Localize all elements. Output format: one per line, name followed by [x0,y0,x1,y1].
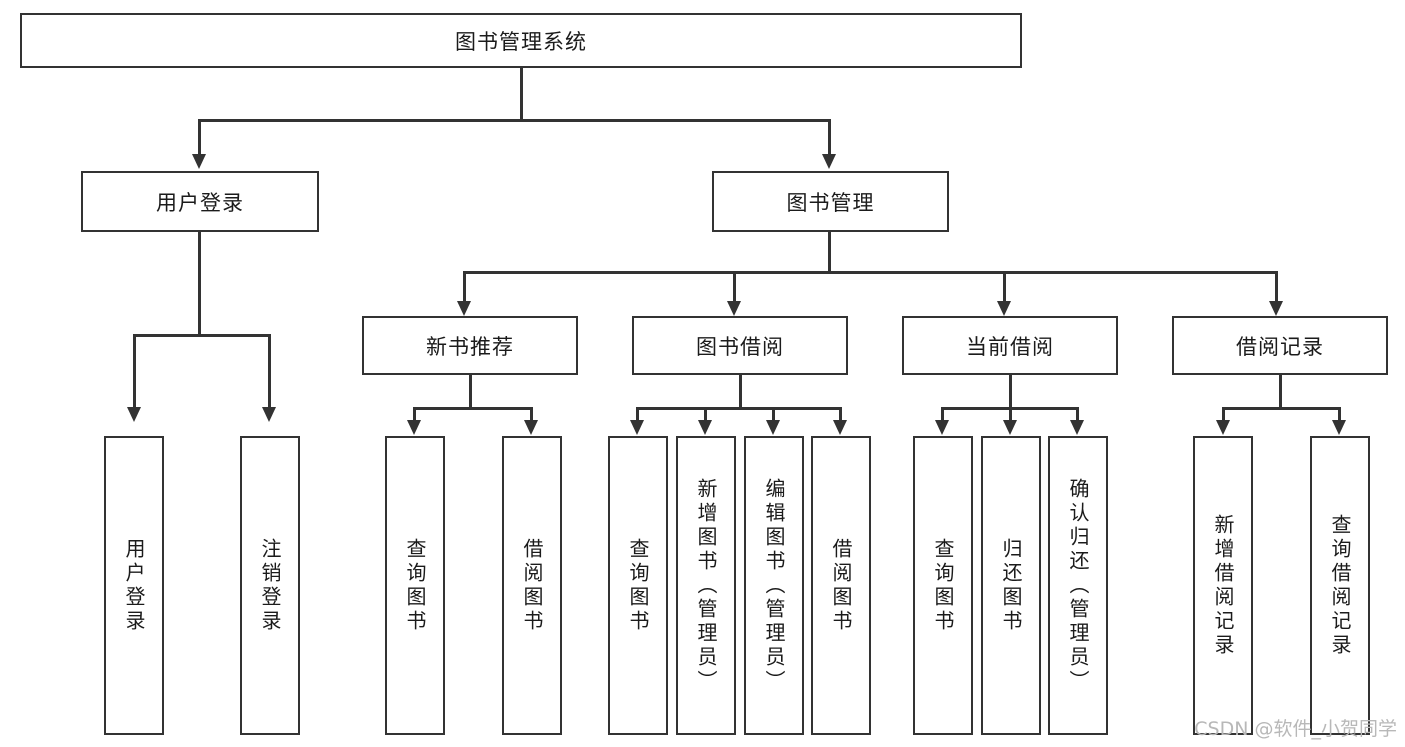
connector-user-login-child-2 [268,334,271,409]
connector-current-borrow-child-1 [941,407,944,423]
node-label: 图书管理系统 [455,29,587,54]
arrow-to-leaf-add-book [698,420,712,435]
node-new-book-recommend[interactable]: 新书推荐 [362,316,578,375]
connector-new-book-child-2 [530,407,533,423]
leaf-borrow-book-new[interactable]: 借阅图书 [502,436,562,735]
node-label: 确认归还（管理员） [1066,477,1090,694]
node-current-borrow[interactable]: 当前借阅 [902,316,1118,375]
node-label: 用户登录 [156,190,244,215]
arrow-to-leaf-borrow-book-2 [833,420,847,435]
connector-borrow-record-child-2 [1338,407,1341,423]
node-label: 图书管理 [786,190,875,215]
arrow-to-leaf-borrow-book-1 [524,420,538,435]
connector-user-login-bus [133,334,271,337]
arrow-to-leaf-query-book-1 [407,420,421,435]
node-label: 查询图书 [931,537,955,634]
arrow-to-leaf-query-book-3 [935,420,949,435]
arrow-to-current-borrow [997,301,1011,316]
connector-book-borrow-stem [739,375,742,409]
node-label: 新增图书（管理员） [694,477,718,694]
connector-book-mgmt-child-3 [1003,271,1006,303]
connector-user-login-child-1 [133,334,136,409]
connector-root-bus [198,119,831,122]
connector-new-book-bus [413,407,533,410]
node-book-management[interactable]: 图书管理 [712,171,949,232]
node-label: 新书推荐 [426,334,514,359]
arrow-to-leaf-edit-book [766,420,780,435]
leaf-add-book-admin[interactable]: 新增图书（管理员） [676,436,736,735]
node-label: 用户登录 [122,537,146,634]
connector-root-to-book-mgmt [828,119,831,156]
connector-root-to-user-login [198,119,201,156]
leaf-query-book-borrow[interactable]: 查询图书 [608,436,668,735]
arrow-to-leaf-query-record [1332,420,1346,435]
connector-book-mgmt-bus [463,271,1278,274]
connector-root-stem [520,68,523,120]
leaf-query-book-new[interactable]: 查询图书 [385,436,445,735]
node-label: 查询图书 [626,537,650,634]
node-label: 查询图书 [403,537,427,634]
leaf-borrow-book[interactable]: 借阅图书 [811,436,871,735]
connector-borrow-record-child-1 [1222,407,1225,423]
leaf-add-borrow-record[interactable]: 新增借阅记录 [1193,436,1253,735]
leaf-query-book-current[interactable]: 查询图书 [913,436,973,735]
node-label: 编辑图书（管理员） [762,477,786,694]
arrow-to-user-login [192,154,206,169]
leaf-logout[interactable]: 注销登录 [240,436,300,735]
connector-book-borrow-child-2 [704,407,707,423]
node-label: 查询借阅记录 [1328,513,1352,658]
node-label: 借阅图书 [520,537,544,634]
connector-current-borrow-child-2 [1009,407,1012,423]
connector-current-borrow-child-3 [1076,407,1079,423]
node-label: 借阅图书 [829,537,853,634]
connector-current-borrow-stem [1009,375,1012,409]
connector-borrow-record-stem [1279,375,1282,409]
node-root-system[interactable]: 图书管理系统 [20,13,1022,68]
arrow-to-leaf-add-record [1216,420,1230,435]
leaf-user-login[interactable]: 用户登录 [104,436,164,735]
connector-user-login-stem [198,232,201,335]
arrow-to-leaf-query-book-2 [630,420,644,435]
node-label: 新增借阅记录 [1211,513,1235,658]
node-book-borrow[interactable]: 图书借阅 [632,316,848,375]
arrow-to-book-borrow [727,301,741,316]
connector-new-book-child-1 [413,407,416,423]
connector-book-mgmt-child-1 [463,271,466,303]
leaf-confirm-return-admin[interactable]: 确认归还（管理员） [1048,436,1108,735]
connector-book-borrow-child-1 [636,407,639,423]
leaf-return-book[interactable]: 归还图书 [981,436,1041,735]
connector-new-book-stem [469,375,472,409]
leaf-edit-book-admin[interactable]: 编辑图书（管理员） [744,436,804,735]
node-label: 借阅记录 [1236,334,1324,359]
arrow-to-leaf-user-login [127,407,141,422]
connector-book-mgmt-stem [828,232,831,273]
node-label: 当前借阅 [966,334,1054,359]
node-label: 归还图书 [999,537,1023,634]
node-label: 图书借阅 [696,334,784,359]
arrow-to-new-book [457,301,471,316]
connector-borrow-record-bus [1222,407,1341,410]
arrow-to-leaf-return-book [1003,420,1017,435]
connector-book-mgmt-child-4 [1275,271,1278,303]
node-borrow-record[interactable]: 借阅记录 [1172,316,1388,375]
arrow-to-leaf-confirm-return [1070,420,1084,435]
leaf-query-borrow-record[interactable]: 查询借阅记录 [1310,436,1370,735]
connector-book-borrow-bus [636,407,842,410]
arrow-to-book-mgmt [822,154,836,169]
connector-book-borrow-child-3 [772,407,775,423]
node-label: 注销登录 [258,537,282,634]
connector-book-borrow-child-4 [839,407,842,423]
arrow-to-leaf-logout [262,407,276,422]
connector-book-mgmt-child-2 [733,271,736,303]
node-user-login[interactable]: 用户登录 [81,171,319,232]
arrow-to-borrow-record [1269,301,1283,316]
